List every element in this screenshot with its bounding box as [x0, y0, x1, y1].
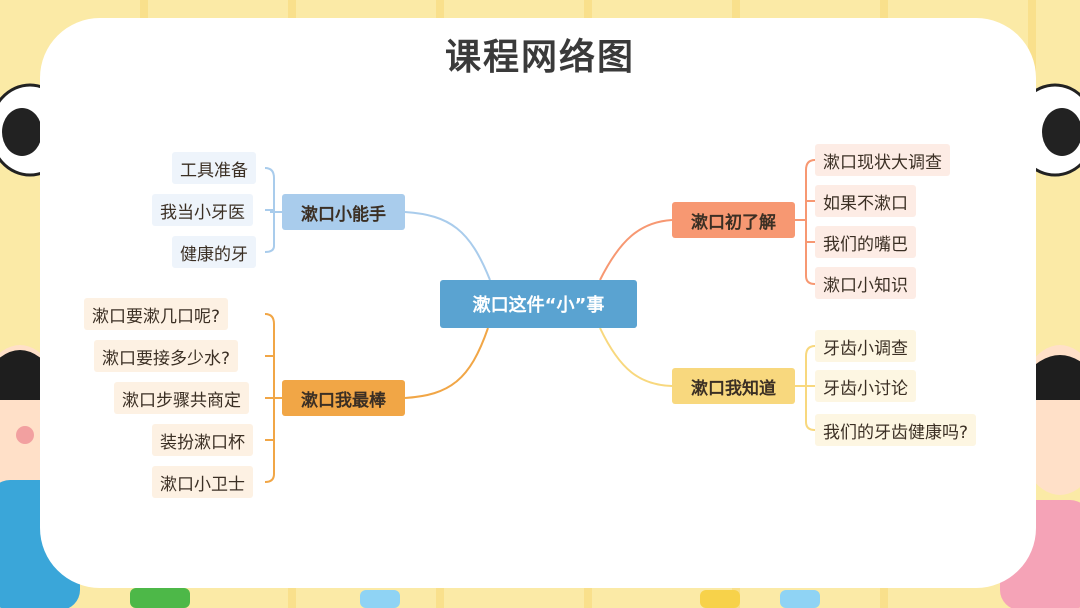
branch-node-left-bottom: 漱口我最棒 — [282, 380, 405, 416]
leaf-node: 漱口小知识 — [815, 267, 916, 299]
branch-node-right-bottom: 漱口我知道 — [672, 368, 795, 404]
link-center-right-top — [599, 219, 673, 281]
leaf-node: 我们的牙齿健康吗? — [815, 414, 977, 446]
branch-node-right-top: 漱口初了解 — [672, 202, 795, 238]
link-center-left-bottom — [404, 327, 489, 399]
leaf-node: 漱口要接多少水? — [94, 340, 239, 372]
center-node: 漱口这件“小”事 — [440, 280, 637, 328]
leaf-node: 我当小牙医 — [152, 194, 253, 226]
branch-node-left-top: 漱口小能手 — [282, 194, 405, 230]
leaf-node: 牙齿小调查 — [815, 330, 916, 362]
leaf-node: 漱口步骤共商定 — [114, 382, 249, 414]
link-center-right-bottom — [599, 327, 673, 387]
leaf-node: 我们的嘴巴 — [815, 226, 916, 258]
leaf-node: 健康的牙 — [172, 236, 256, 268]
leaf-node: 装扮漱口杯 — [152, 424, 253, 456]
link-center-left-top — [404, 211, 491, 281]
leaf-node: 漱口要漱几口呢? — [84, 298, 229, 330]
page-title: 课程网络图 — [444, 37, 635, 78]
leaf-node: 工具准备 — [172, 152, 256, 184]
leaf-node: 如果不漱口 — [815, 185, 916, 217]
leaf-node: 漱口现状大调查 — [815, 144, 950, 176]
leaf-node: 漱口小卫士 — [152, 466, 253, 498]
leaf-node: 牙齿小讨论 — [815, 370, 916, 402]
